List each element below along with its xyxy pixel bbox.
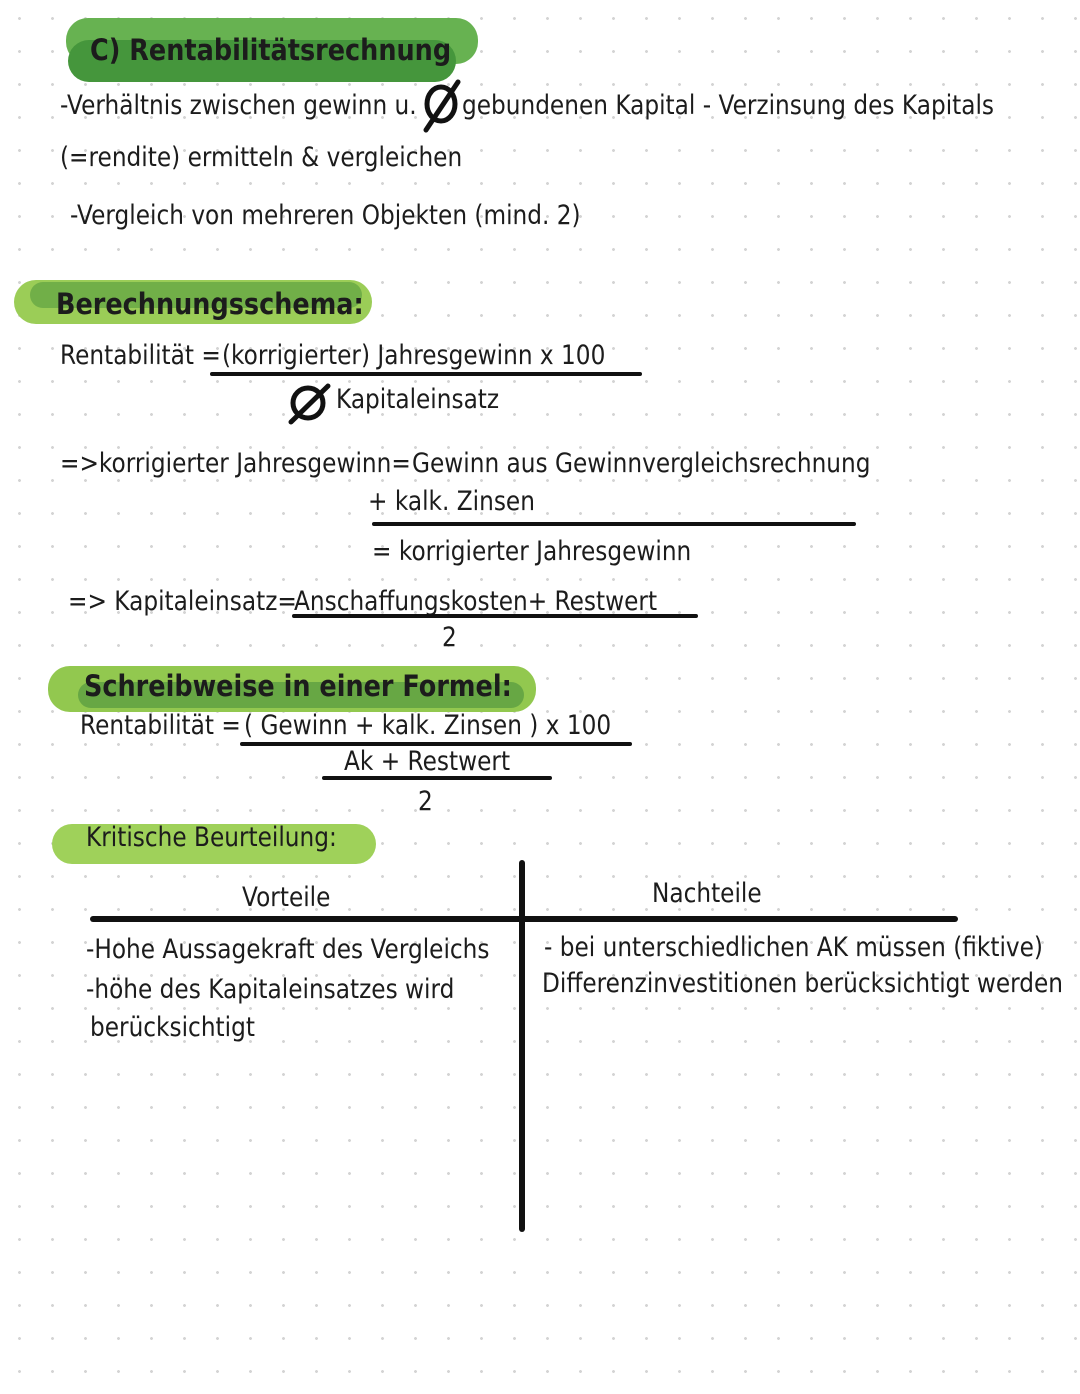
formula-sub-fraction-bar <box>322 776 552 780</box>
t-chart-vertical <box>519 860 525 1232</box>
formula-sub-denominator: 2 <box>418 786 433 817</box>
pro-item-3: berücksichtigt <box>90 1012 255 1043</box>
evaluation-heading: Kritische Beurteilung: <box>86 822 337 853</box>
kap-label: => Kapitaleinsatz= <box>68 586 297 617</box>
average-symbol-intro-icon <box>423 79 461 133</box>
intro-line-1b: gebundenen Kapital - Verzinsung des Kapi… <box>462 90 995 121</box>
korr-result: = korrigierter Jahresgewinn <box>372 536 692 567</box>
korr-label: =>korrigierter Jahresgewinn= <box>60 448 411 479</box>
korr-line-2: + kalk. Zinsen <box>368 486 535 517</box>
formula-numerator: ( Gewinn + kalk. Zinsen ) x 100 <box>244 710 612 741</box>
con-item-1: - bei unterschiedlichen AK müssen (fikti… <box>544 932 1044 963</box>
average-symbol-schema-icon <box>288 383 331 425</box>
con-item-2: Differenzinvestitionen berücksichtigt we… <box>542 968 1064 999</box>
schema-highlight-dark <box>30 282 362 308</box>
korr-sum-bar <box>372 522 856 526</box>
section-title: C) Rentabilitätsrechnung <box>90 33 452 67</box>
formula-highlight-dark <box>78 682 524 708</box>
korr-line-1: Gewinn aus Gewinnvergleichsrechnung <box>412 448 871 479</box>
pro-item-2: -höhe des Kapitaleinsatzes wird <box>86 974 455 1005</box>
schema-numerator: (korrigierter) Jahresgewinn x 100 <box>222 340 606 371</box>
schema-fraction-bar <box>210 372 642 376</box>
cons-header: Nachteile <box>652 878 762 909</box>
intro-line-2: (=rendite) ermitteln & vergleichen <box>60 142 463 173</box>
schema-label: Rentabilität = <box>60 340 221 371</box>
schema-heading: Berechnungsschema: <box>56 287 364 321</box>
kap-denominator: 2 <box>442 622 457 653</box>
schema-denominator: Kapitaleinsatz <box>336 384 500 415</box>
kap-fraction-bar <box>292 614 698 618</box>
pro-item-1: -Hohe Aussagekraft des Vergleichs <box>86 934 490 965</box>
pros-header: Vorteile <box>242 882 331 913</box>
formula-heading: Schreibweise in einer Formel: <box>84 669 512 703</box>
title-highlight-dark <box>68 40 456 82</box>
intro-line-3: -Vergleich von mehreren Objekten (mind. … <box>70 200 581 231</box>
evaluation-highlight <box>52 824 376 864</box>
formula-label: Rentabilität = <box>80 710 241 741</box>
formula-denominator: Ak + Restwert <box>344 746 511 777</box>
intro-line-1a: -Verhältnis zwischen gewinn u. <box>60 90 417 121</box>
formula-fraction-bar <box>240 742 632 746</box>
kap-numerator: Anschaffungskosten+ Restwert <box>294 586 658 617</box>
